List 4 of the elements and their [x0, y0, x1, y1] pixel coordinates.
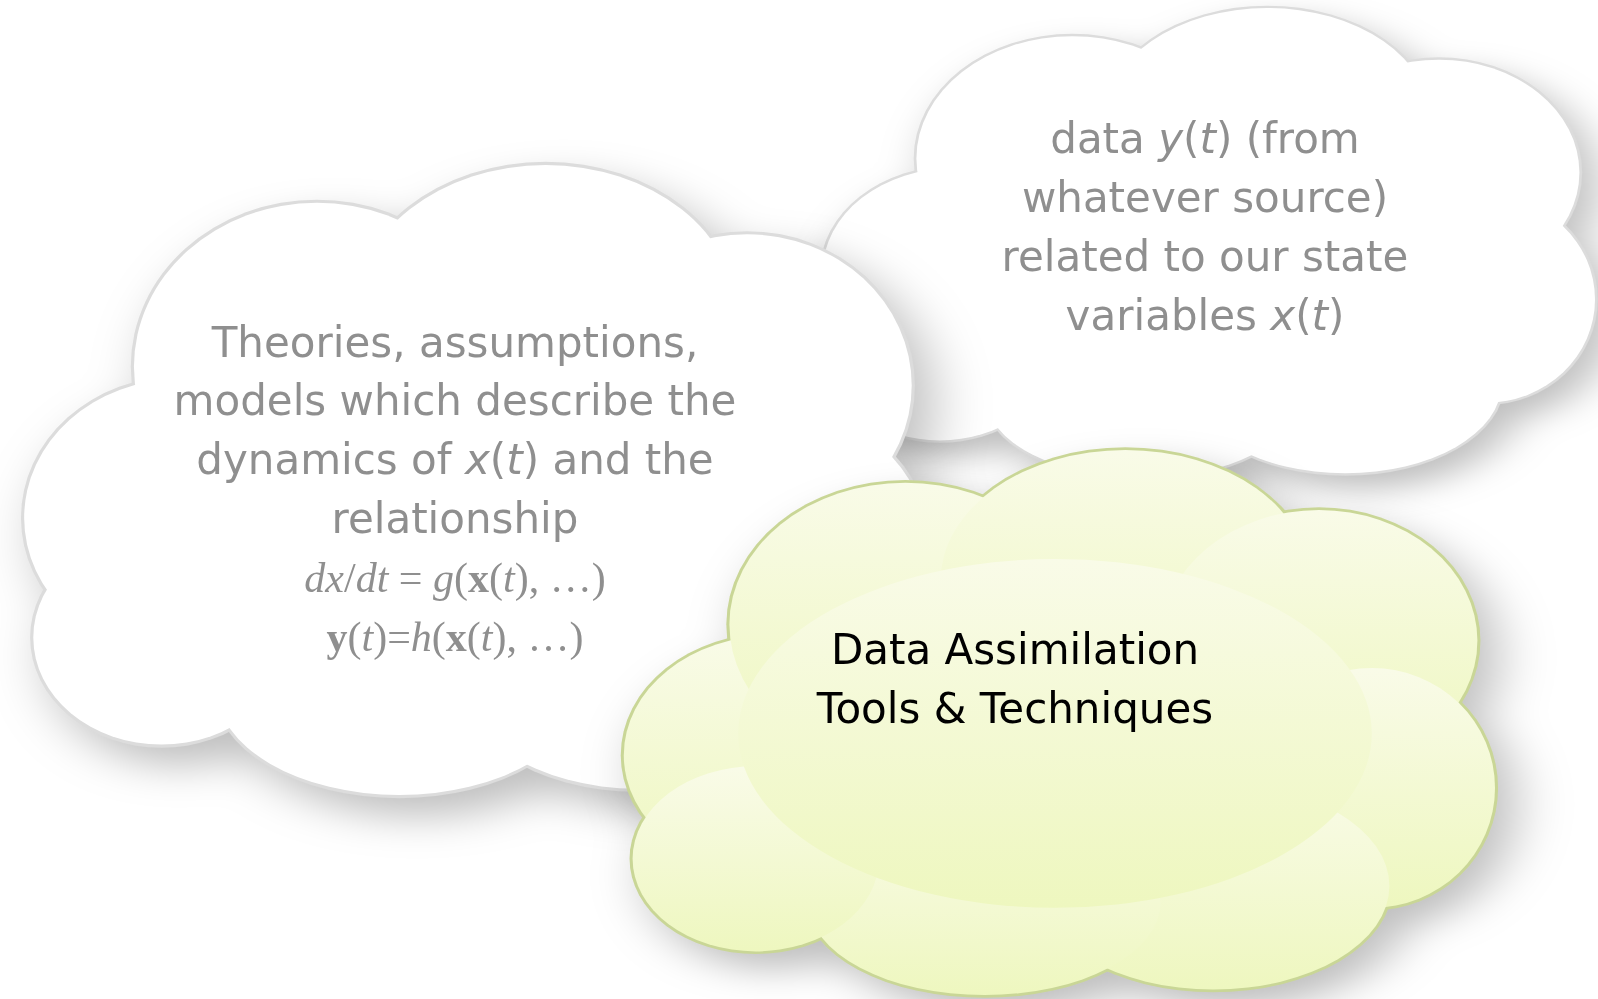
cloud-text: Data Assimilation Tools & Techniques	[815, 624, 1215, 735]
cloud-text: data y(t) (from whatever source) related to our state variables x(t)	[1000, 113, 1410, 342]
equation-text: y(t)=h(x(t), …)	[326, 612, 584, 662]
equation-text: dx/dt = g(x(t), …)	[304, 553, 606, 603]
